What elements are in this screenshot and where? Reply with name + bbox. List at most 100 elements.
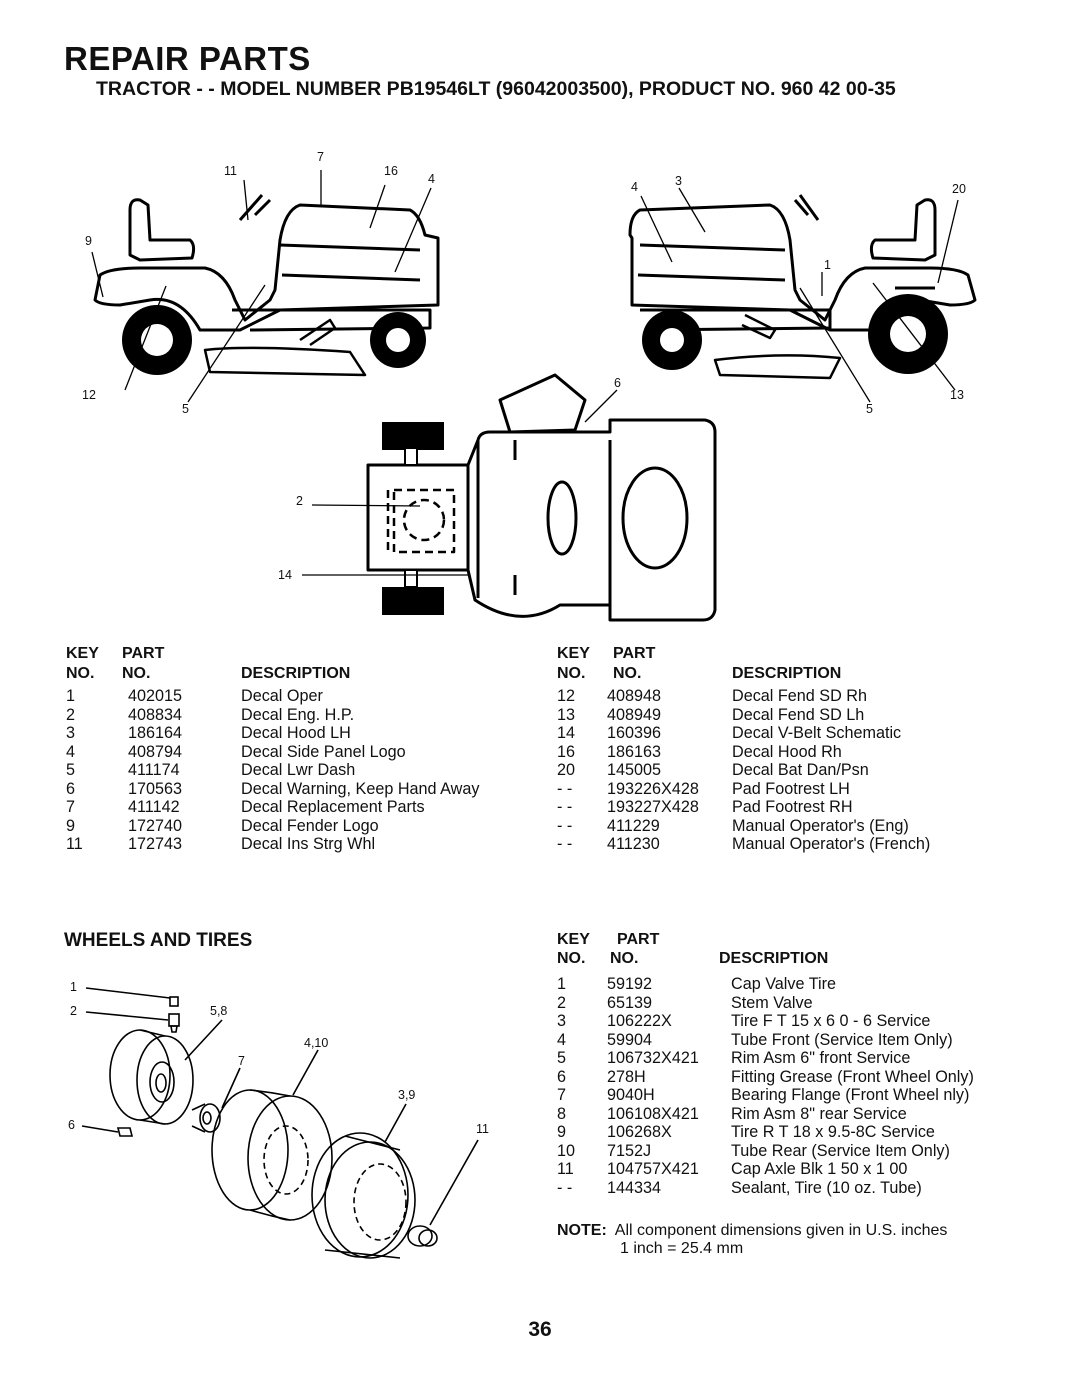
key-cell: 20: [557, 761, 576, 779]
key-cell: - -: [557, 835, 573, 853]
page-title: REPAIR PARTS: [64, 40, 311, 77]
key-cell: 4: [557, 1030, 567, 1049]
key-cell: 5: [66, 761, 76, 779]
note-line1: All component dimensions given in U.S. i…: [614, 1222, 948, 1239]
description-cell: Tube Rear (Service Item Only): [731, 1141, 950, 1160]
description-cell: Decal Replacement Parts: [241, 798, 425, 816]
callout-label: 4: [428, 172, 435, 186]
description-cell: Decal Hood LH: [241, 724, 351, 742]
wheel-callout: 2: [70, 1004, 77, 1018]
description-cell: Pad Footrest LH: [732, 779, 850, 798]
part-number-cell: 106732X421: [607, 1049, 699, 1067]
page-number: 36: [528, 1318, 552, 1341]
part-number-cell: 408834: [128, 705, 183, 724]
description-cell: Tire F T 15 x 6 0 - 6 Service: [731, 1012, 931, 1030]
key-cell: 3: [66, 724, 76, 742]
part-number-cell: 65139: [607, 993, 653, 1012]
callout-label: 20: [952, 182, 966, 196]
description-cell: Sealant, Tire (10 oz. Tube): [731, 1178, 922, 1197]
description-cell: Tube Front (Service Item Only): [731, 1030, 953, 1049]
part-number-cell: 59904: [607, 1030, 653, 1049]
part-number-cell: 104757X421: [607, 1160, 699, 1178]
description-cell: Fitting Grease (Front Wheel Only): [731, 1067, 974, 1086]
part-number-cell: 402015: [128, 687, 183, 705]
col-header-key: KEY: [557, 645, 590, 662]
tractor-decal-diagram: [91, 170, 977, 622]
part-number-cell: 186163: [607, 742, 662, 761]
key-cell: 14: [557, 724, 576, 742]
callout-label: 4: [631, 180, 638, 194]
wheel-callout: 11: [476, 1122, 489, 1136]
callout-label: 9: [85, 234, 92, 248]
col-header-description: DESCRIPTION: [732, 665, 842, 682]
wheel-callout: 3,9: [398, 1088, 416, 1102]
left-view-front-wheel: [370, 312, 426, 368]
right-view-rear-wheel: [868, 294, 948, 374]
key-cell: 16: [557, 742, 576, 761]
part-number-cell: 172743: [128, 835, 183, 853]
model-subtitle: TRACTOR - - MODEL NUMBER PB19546LT (9604…: [96, 78, 896, 100]
key-cell: 1: [66, 687, 76, 705]
part-number-cell: 408794: [128, 742, 183, 761]
description-cell: Decal Lwr Dash: [241, 761, 356, 779]
col-header-key: KEY: [557, 931, 590, 948]
part-number-cell: 408948: [607, 687, 662, 705]
part-number-cell: 9040H: [607, 1086, 655, 1104]
callout-label: 14: [278, 568, 292, 582]
description-cell: Cap Axle Blk 1 50 x 1 00: [731, 1160, 908, 1178]
description-cell: Decal Oper: [241, 687, 323, 705]
section-title-wheels: WHEELS AND TIRES: [64, 930, 253, 951]
callout-label: 6: [614, 376, 621, 390]
key-cell: 7: [66, 798, 76, 816]
description-cell: Cap Valve Tire: [731, 975, 836, 993]
key-cell: 1: [557, 975, 567, 993]
key-cell: 2: [557, 993, 567, 1012]
col-header-part-no: NO.: [613, 665, 642, 682]
key-cell: 10: [557, 1141, 576, 1160]
key-cell: - -: [557, 798, 573, 816]
key-cell: 4: [66, 742, 76, 761]
description-cell: Decal Bat Dan/Psn: [732, 761, 869, 779]
key-cell: 12: [557, 687, 576, 705]
callout-label: 5: [866, 402, 873, 416]
top-view-wheel-front-right: [382, 587, 444, 615]
key-cell: 6: [557, 1067, 567, 1086]
part-number-cell: 186164: [128, 724, 183, 742]
note-label: NOTE:: [557, 1222, 607, 1239]
key-cell: 7: [557, 1086, 567, 1104]
right-view-front-wheel: [642, 310, 702, 370]
dimension-note: NOTE: All component dimensions given in …: [557, 1222, 1027, 1258]
wheel-callout: 1: [70, 980, 77, 994]
part-number-cell: 144334: [607, 1178, 662, 1197]
key-cell: - -: [557, 1178, 573, 1197]
description-cell: Bearing Flange (Front Wheel nly): [731, 1086, 970, 1104]
key-cell: 8: [557, 1104, 567, 1123]
key-cell: 3: [557, 1012, 567, 1030]
top-view-wheel-front-left: [382, 422, 444, 450]
part-number-cell: 411230: [607, 835, 660, 853]
key-cell: - -: [557, 779, 573, 798]
key-cell: 9: [557, 1123, 567, 1141]
callout-label: 13: [950, 388, 964, 402]
description-cell: Rim Asm 8" rear Service: [731, 1104, 907, 1123]
part-number-cell: 278H: [607, 1067, 646, 1086]
part-number-cell: 59192: [607, 975, 653, 993]
col-header-key-no: NO.: [557, 665, 586, 682]
part-number-cell: 106268X: [607, 1123, 672, 1141]
key-cell: 6: [66, 779, 76, 798]
description-cell: Decal Fend SD Lh: [732, 705, 865, 724]
key-cell: 11: [557, 1160, 574, 1178]
col-header-part: PART: [617, 931, 660, 948]
key-cell: 2: [66, 705, 76, 724]
col-header-part-no: NO.: [122, 665, 151, 682]
part-number-cell: 411229: [607, 816, 660, 835]
wheel-callout: 4,10: [304, 1036, 329, 1050]
description-cell: Manual Operator's (French): [732, 835, 931, 853]
callout-label: 5: [182, 402, 189, 416]
col-header-key-no: NO.: [66, 665, 95, 682]
callout-label: 16: [384, 164, 398, 178]
part-number-cell: 7152J: [607, 1141, 652, 1160]
col-header-key-no: NO.: [557, 950, 586, 967]
key-cell: 13: [557, 705, 576, 724]
part-number-cell: 411174: [128, 761, 180, 779]
